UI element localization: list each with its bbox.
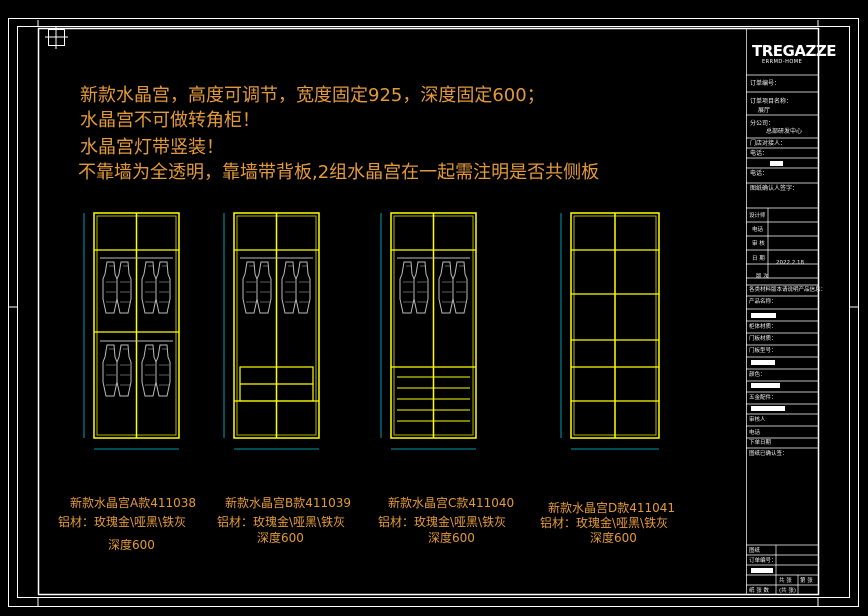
- cabinet-b-depth: 深度600: [257, 531, 304, 545]
- cabinet-c-drawing: [380, 212, 477, 450]
- tb-phone-2: 电话：: [750, 170, 769, 177]
- tb-confirm-sign: 图纸确认人签字：: [750, 185, 799, 192]
- tb-redacted-box-5: [751, 406, 785, 411]
- note-line-4: 不靠墙为全透明，靠墙带背板,2组水晶宫在一起需注明是否共侧板: [78, 162, 600, 183]
- tb-project-name: 订单项目名称：: [750, 98, 793, 105]
- note-line-1: 新款水晶宫，高度可调节，宽度固定925，深度固定600；: [80, 85, 545, 106]
- cabinet-a-drawing: [83, 212, 180, 450]
- tb-order-no-2: 订单编号：: [749, 558, 777, 564]
- tb-redacted-box-2: [751, 313, 776, 318]
- tb-hardware: 五金配件：: [749, 395, 777, 401]
- cabinet-c-material: 铝材：玫瑰金\哑黑\铁灰: [378, 515, 507, 529]
- cabinet-d-material: 铝材：玫瑰金\哑黑\铁灰: [540, 516, 669, 530]
- tb-sheet-count: (共 张): [779, 588, 797, 594]
- tb-door-model: 门板型号：: [749, 348, 777, 354]
- cabinet-a-material: 铝材：玫瑰金\哑黑\铁灰: [58, 515, 187, 529]
- tb-reviewer: 审核人: [749, 417, 766, 423]
- tb-version: 版 次: [756, 274, 769, 280]
- tb-branch-value: 总部研发中心: [766, 128, 803, 135]
- cabinet-a-model: 新款水晶宫A款411038: [70, 496, 197, 510]
- tb-redacted-box: [770, 161, 783, 166]
- tb-color: 颜色：: [749, 372, 766, 378]
- cabinet-b-material: 铝材：玫瑰金\哑黑\铁灰: [217, 515, 346, 529]
- tb-sheet-index: 第 张: [800, 578, 813, 584]
- tb-door-material: 门板材质：: [749, 336, 777, 342]
- tb-sheet-total: 共 张: [779, 578, 792, 584]
- cabinet-c-model: 新款水晶宫C款411040: [388, 496, 515, 510]
- tb-product-name: 产品名称：: [749, 299, 777, 305]
- tb-body-material: 柜体材质：: [749, 324, 777, 330]
- brand-logo-subtitle: ERRMD-HOME: [762, 59, 803, 65]
- brand-logo: TREGAZZE: [752, 42, 836, 60]
- tb-redacted-box-6: [751, 568, 773, 573]
- tb-reviewer-phone: 电话: [749, 430, 761, 436]
- tb-paper-count: 纸 张 数: [749, 588, 769, 594]
- tb-store-contact: 门店对接人：: [750, 140, 787, 147]
- tb-project-value: 展厅: [758, 107, 771, 114]
- cabinet-c-depth: 深度600: [428, 531, 475, 545]
- tb-redacted-box-4: [751, 383, 780, 388]
- tb-redacted-box-3: [751, 360, 775, 365]
- tb-drawing-confirmed: 图纸已确认签：: [749, 451, 788, 457]
- tb-date-value: 2022.2.18: [776, 260, 804, 266]
- note-line-2: 水晶宫不可做转角柜！: [80, 110, 260, 131]
- tb-drawing: 图纸: [749, 548, 761, 554]
- tb-review: 审 核: [752, 241, 765, 247]
- cabinet-d-drawing: [560, 212, 660, 450]
- tb-order-date: 下单日期: [749, 440, 772, 446]
- tb-designer-phone: 电话: [752, 227, 764, 233]
- tb-order-no: 订单编号：: [750, 80, 781, 87]
- cabinet-b-drawing: [223, 212, 320, 450]
- cabinet-a-depth: 深度600: [108, 538, 155, 552]
- tb-material-note: 各类材料版本请说明产品信息：: [749, 287, 827, 293]
- tb-date: 日 期: [752, 256, 765, 262]
- cabinet-d-depth: 深度600: [590, 531, 637, 545]
- cabinet-b-model: 新款水晶宫B款411039: [225, 496, 352, 510]
- tb-branch: 分公司：: [750, 120, 775, 127]
- cabinet-d-model: 新款水晶宫D款411041: [548, 501, 676, 515]
- tb-phone-1: 电话：: [750, 150, 769, 157]
- tb-designer: 设计师: [749, 213, 766, 219]
- note-line-3: 水晶宫灯带竖装！: [80, 137, 224, 158]
